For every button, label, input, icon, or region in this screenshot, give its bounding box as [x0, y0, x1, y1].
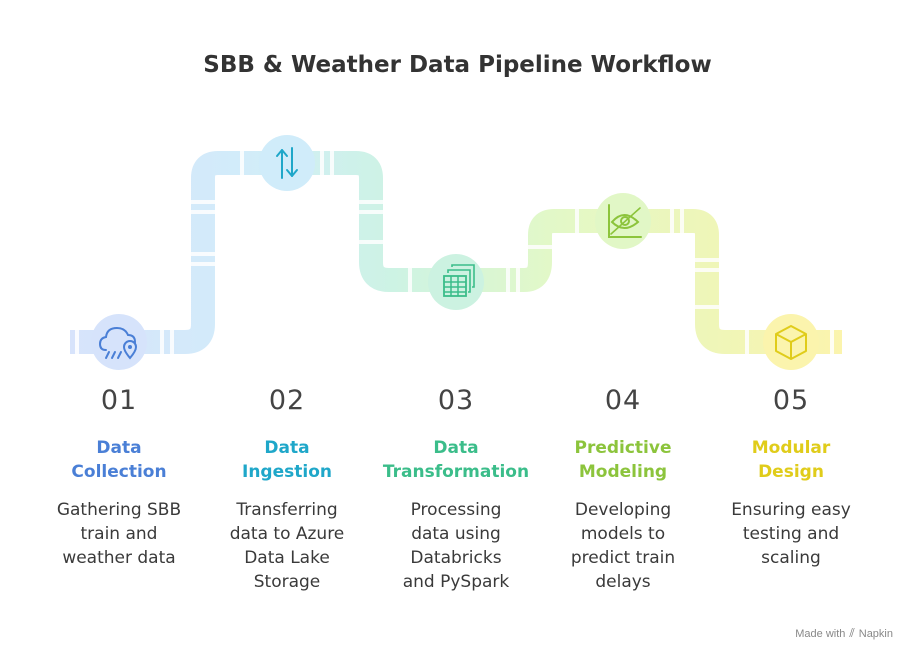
up-down-arrows-icon: [259, 135, 315, 191]
credit-brand: Napkin: [858, 627, 893, 640]
step-number: 03: [437, 385, 475, 416]
stacked-tables-icon: [428, 254, 484, 310]
eye-chart-icon: [595, 193, 651, 249]
napkin-credit[interactable]: Made with ⫽ Napkin: [795, 626, 893, 641]
step-number: 04: [604, 385, 642, 416]
cloud-pin-icon: [91, 314, 147, 370]
diagram-title: SBB & Weather Data Pipeline Workflow: [203, 52, 712, 78]
pipe-couplings: [75, 149, 834, 356]
pipe-path: [70, 151, 842, 354]
step-number: 01: [100, 385, 138, 416]
napkin-logo-icon: ⫽: [849, 626, 855, 640]
step-number: 05: [772, 385, 810, 416]
credit-label: Made with: [795, 627, 846, 640]
cube-icon: [763, 314, 819, 370]
step-number: 02: [268, 385, 306, 416]
